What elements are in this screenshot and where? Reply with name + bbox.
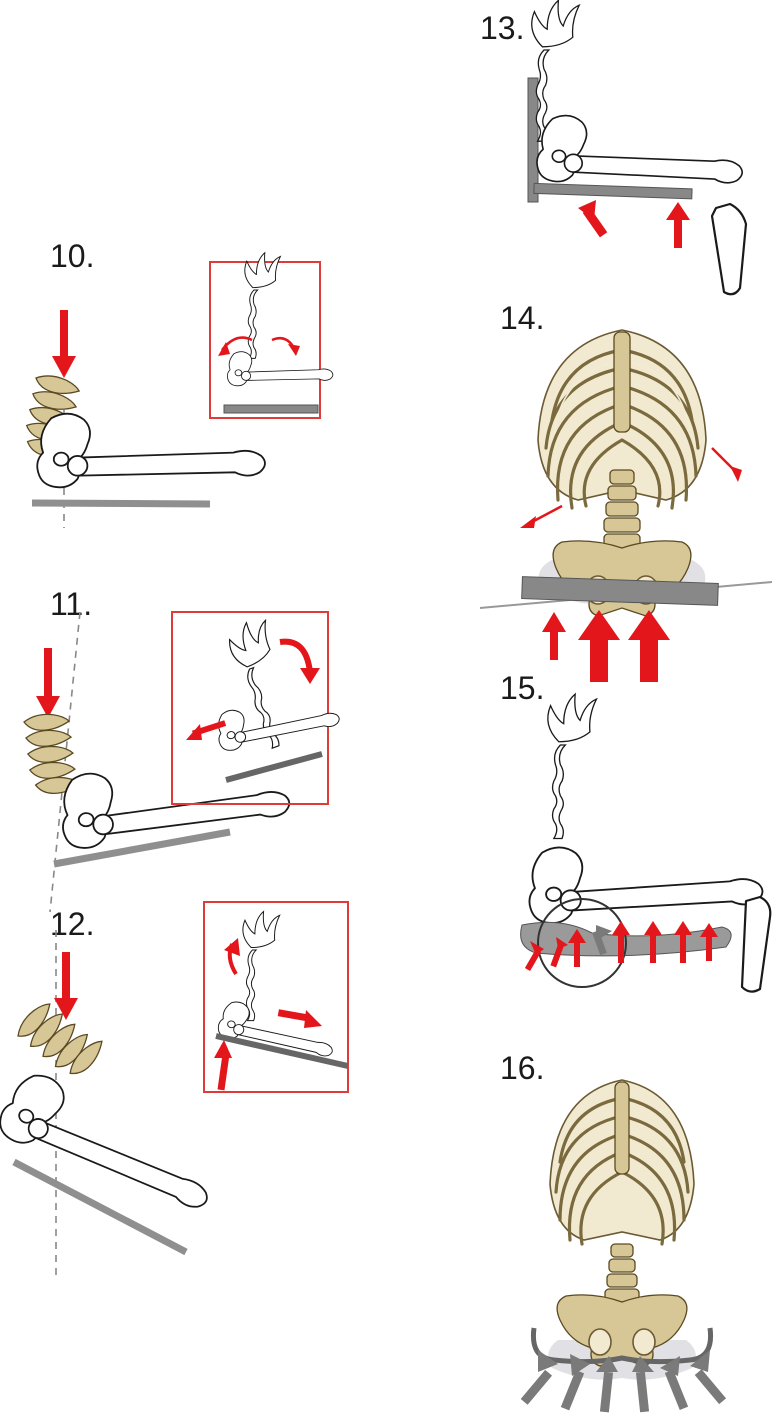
lumbar-spine: [12, 997, 107, 1082]
pelvis-femur: [37, 414, 265, 488]
pelvis-femur: [536, 114, 746, 195]
downward-force-arrow: [60, 310, 68, 358]
figure-15-contoured-seat: [500, 705, 770, 1045]
lower-leg: [712, 204, 746, 294]
figure-12-reclined-sitting: [6, 930, 346, 1290]
lumbar-column: [605, 1244, 639, 1302]
figure-10-upright-sitting: [10, 260, 340, 520]
figure-16-skeleton-contoured-seat: [472, 1078, 772, 1418]
inset-pelvis: [227, 352, 333, 386]
seat-surface: [32, 503, 210, 504]
inset-spine: [243, 912, 280, 1021]
figure-13-chair-upright: [500, 10, 770, 300]
pelvis-femur: [0, 1066, 226, 1222]
inset-seat: [224, 405, 318, 413]
sternum: [615, 1082, 629, 1174]
pelvis-femur: [58, 753, 292, 850]
sternum: [614, 332, 630, 432]
figure-14-skeleton-front-view: [472, 320, 772, 690]
downward-force-arrow: [62, 952, 70, 1000]
inset-pelvis: [216, 999, 338, 1064]
figure-11-slouched-sitting: [10, 612, 340, 912]
inset-spine: [245, 253, 281, 359]
spine: [548, 694, 597, 838]
upward-force-arrows: [542, 610, 670, 682]
pelvis-femur: [528, 840, 764, 924]
seat-pan: [534, 183, 692, 199]
downward-force-arrow: [44, 648, 52, 698]
rib-cage: [550, 1080, 694, 1244]
lower-leg: [742, 897, 770, 992]
